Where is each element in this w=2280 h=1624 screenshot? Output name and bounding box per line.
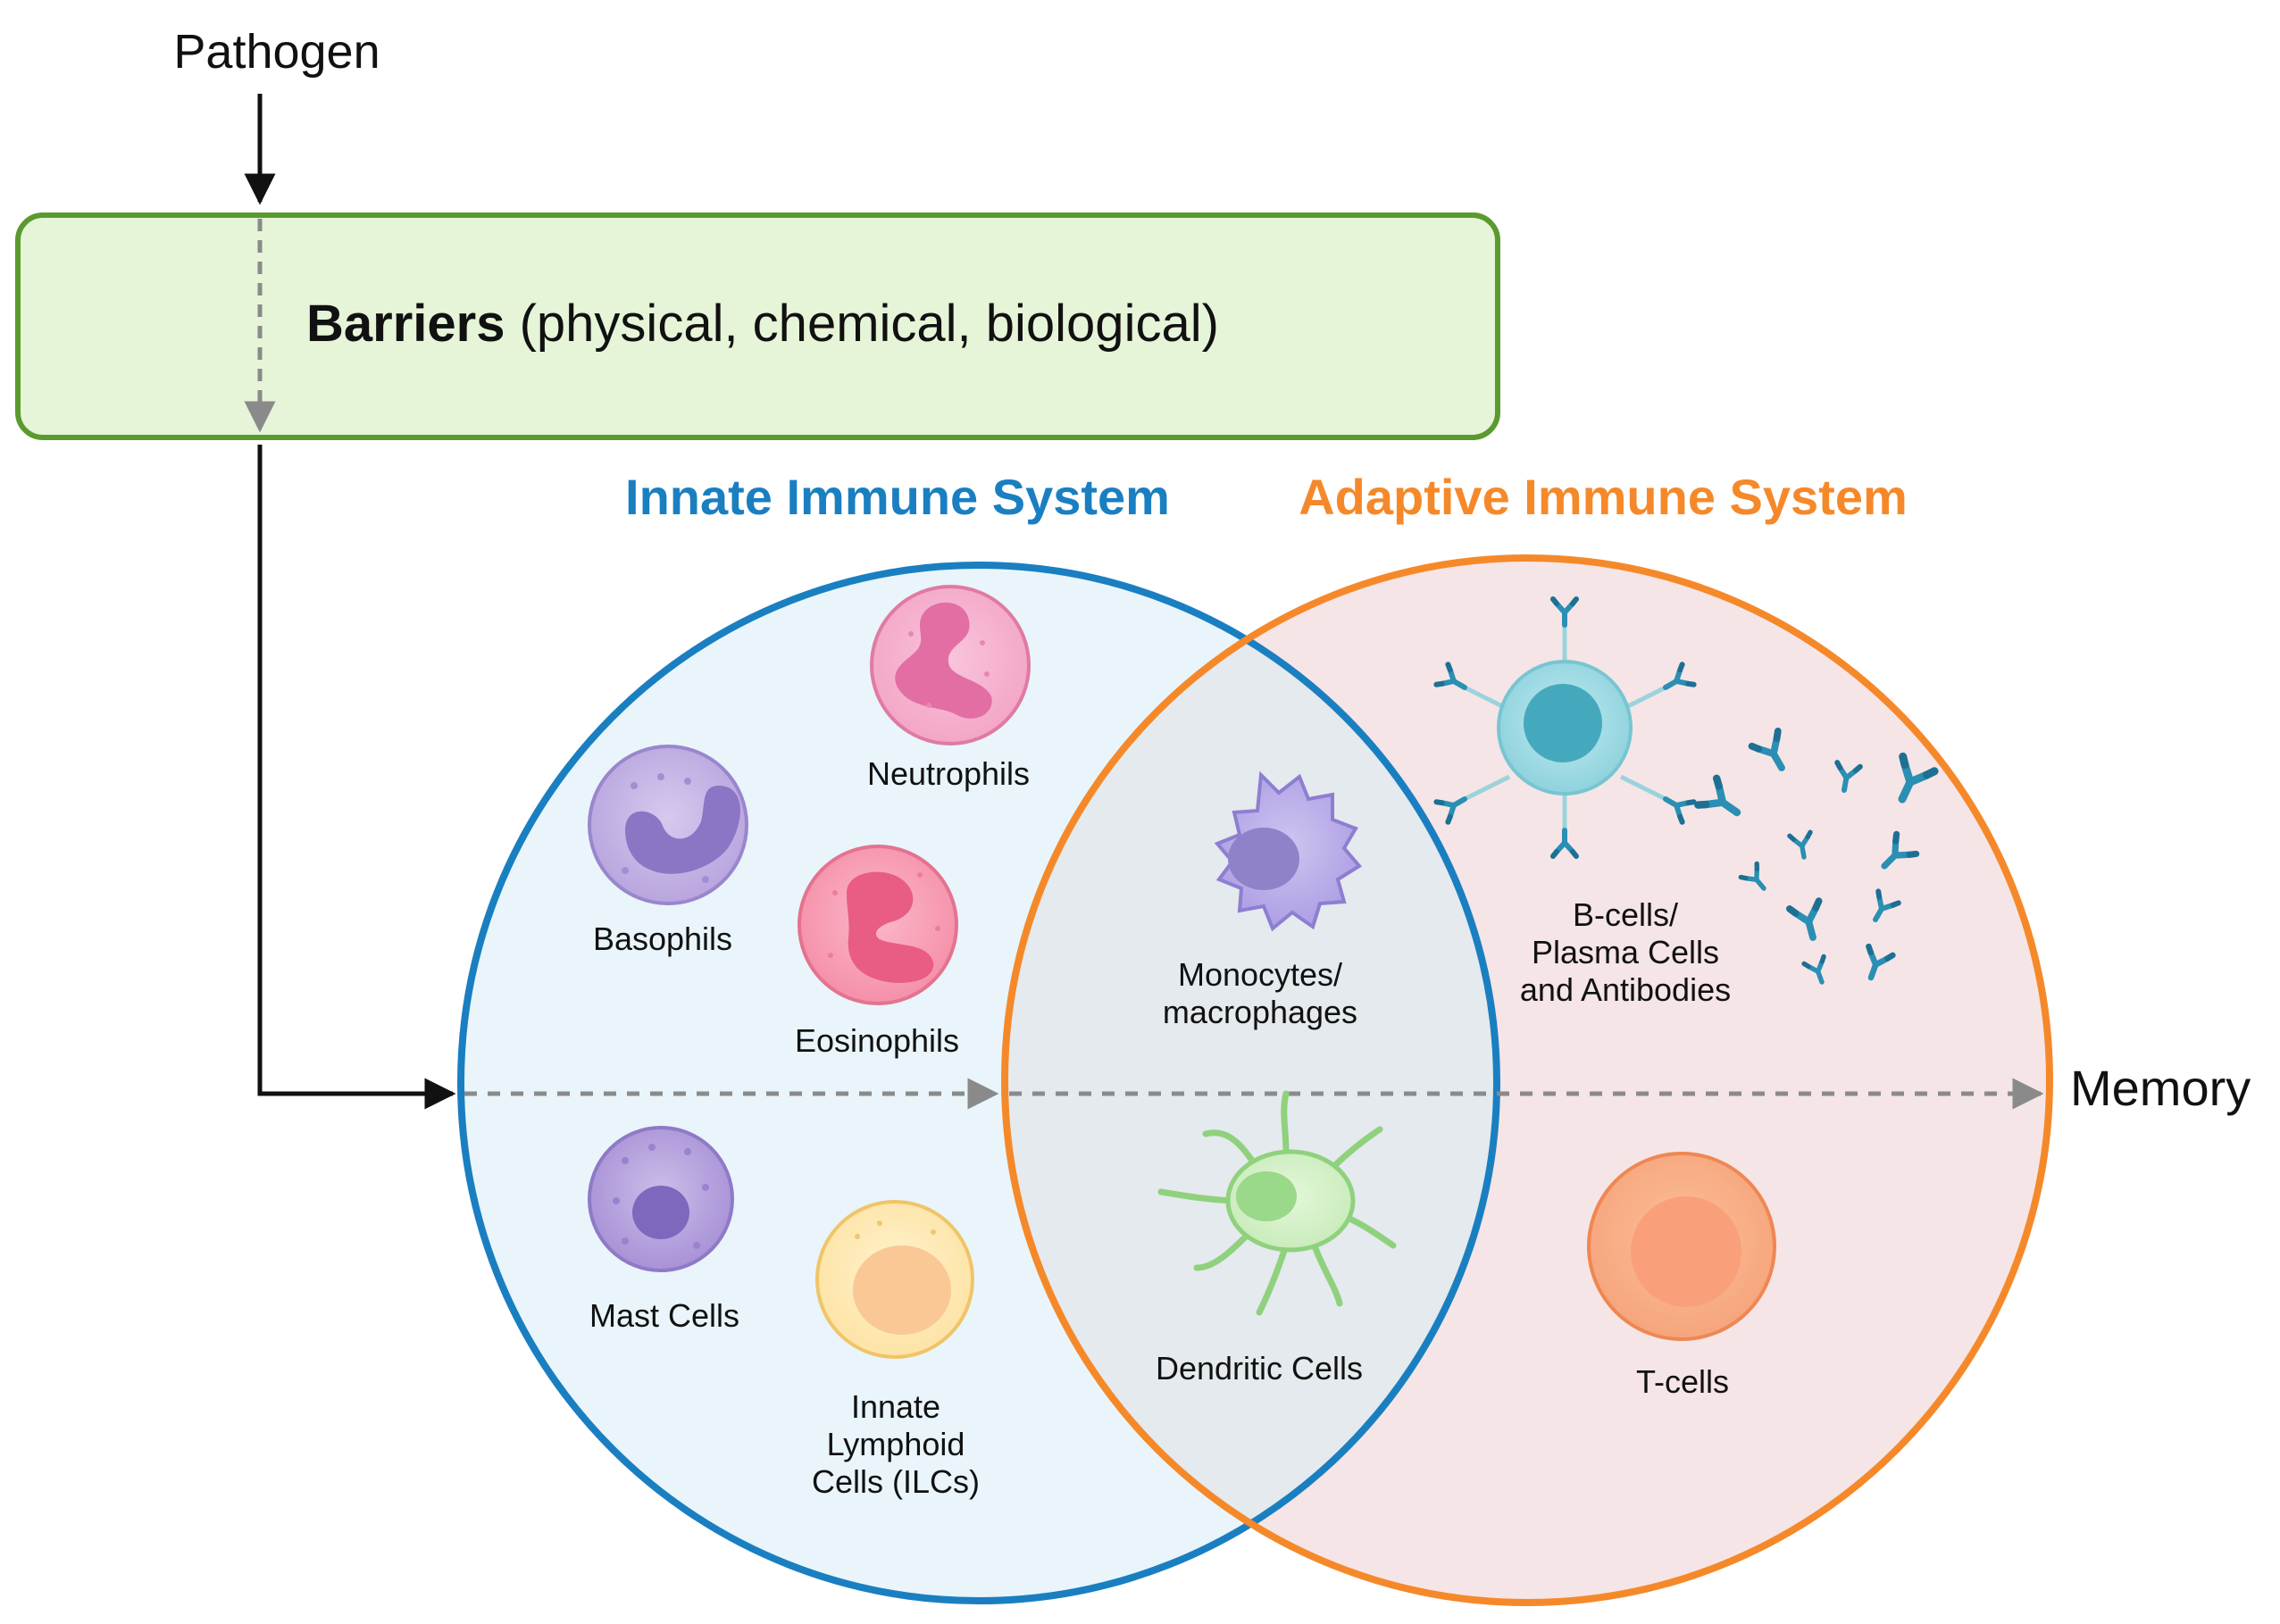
- dendritic-cells-label: Dendritic Cells: [1155, 1350, 1364, 1387]
- adaptive-title: Adaptive Immune System: [1299, 469, 1908, 525]
- mast-cell-icon: [588, 1126, 734, 1272]
- macrophage-icon: [1214, 770, 1363, 932]
- t-cell-icon: [1587, 1152, 1776, 1341]
- monocytes-label: Monocytes/ macrophages: [1163, 956, 1357, 1031]
- barriers-label: Barriers (physical, chemical, biological…: [306, 295, 1219, 354]
- basophil-icon: [588, 745, 748, 905]
- pathogen-label: Pathogen: [173, 25, 380, 79]
- mast-cells-label: Mast Cells: [589, 1297, 740, 1334]
- basophils-label: Basophils: [592, 920, 733, 957]
- memory-label: Memory: [2070, 1060, 2251, 1116]
- barriers-bold-label: Barriers: [306, 295, 505, 353]
- monocytes-label-line1: Monocytes/: [1177, 956, 1343, 993]
- tcells-label: T-cells: [1635, 1363, 1730, 1400]
- ilc-label: Innate Lymphoid Cells (ILCs): [812, 1388, 980, 1501]
- bcells-label-line1: B-cells/: [1572, 896, 1679, 933]
- ilc-label-line2: Lymphoid: [826, 1426, 965, 1462]
- barriers-box: [15, 212, 1500, 440]
- dendritic-cell-icon: [1157, 1090, 1397, 1316]
- ilc-icon: [815, 1200, 974, 1359]
- b-cell-icon: [1436, 599, 1693, 856]
- innate-title: Innate Immune System: [625, 469, 1170, 525]
- bcells-label-line3: and Antibodies: [1519, 971, 1732, 1008]
- eosinophils-label: Eosinophils: [794, 1022, 960, 1059]
- ilc-label-line1: Innate: [850, 1388, 941, 1425]
- bcells-label: B-cells/ Plasma Cells and Antibodies: [1520, 896, 1731, 1009]
- eosinophil-icon: [798, 845, 958, 1005]
- bcells-label-line2: Plasma Cells: [1531, 934, 1720, 970]
- neutrophils-label: Neutrophils: [866, 755, 1031, 792]
- monocytes-label-line2: macrophages: [1162, 994, 1358, 1030]
- ilc-label-line3: Cells (ILCs): [811, 1463, 981, 1500]
- pathogen-to-innate-arrow: [257, 445, 456, 1110]
- neutrophil-icon: [870, 585, 1031, 745]
- barriers-detail-label: (physical, chemical, biological): [505, 295, 1219, 353]
